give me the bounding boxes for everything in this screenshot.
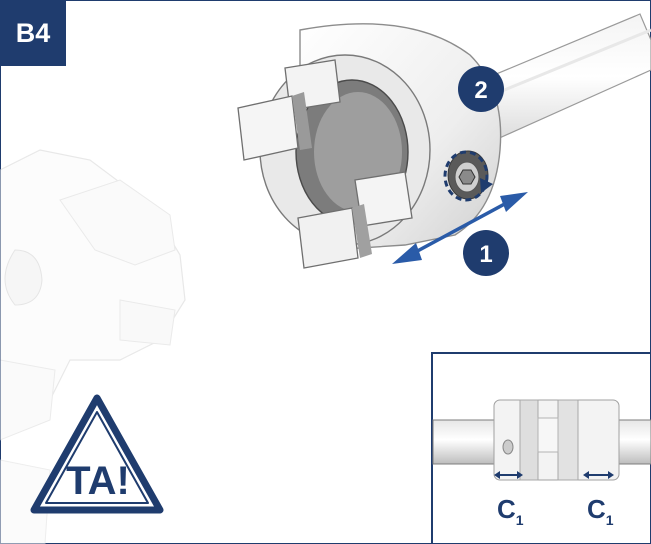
- callout-1: 1: [463, 230, 509, 276]
- warning-text: TA!: [66, 459, 130, 503]
- dimension-label-left: C1: [497, 494, 524, 528]
- dimension-arrow-icon: [494, 471, 614, 479]
- double-arrow-icon: [392, 192, 528, 264]
- dimension-label-right: C1: [587, 494, 614, 528]
- step-label: B4: [0, 0, 66, 66]
- callout-2-number: 2: [474, 77, 487, 104]
- callout-2: 2: [458, 66, 504, 112]
- callout-1-number: 1: [479, 241, 492, 268]
- inset-detail: C1 C1: [431, 352, 651, 544]
- rotate-arrow-icon: [443, 150, 493, 202]
- coupling-hub: [237, 23, 502, 269]
- faded-coupling-background: [0, 149, 186, 544]
- warning-triangle-icon: TA!: [30, 394, 164, 514]
